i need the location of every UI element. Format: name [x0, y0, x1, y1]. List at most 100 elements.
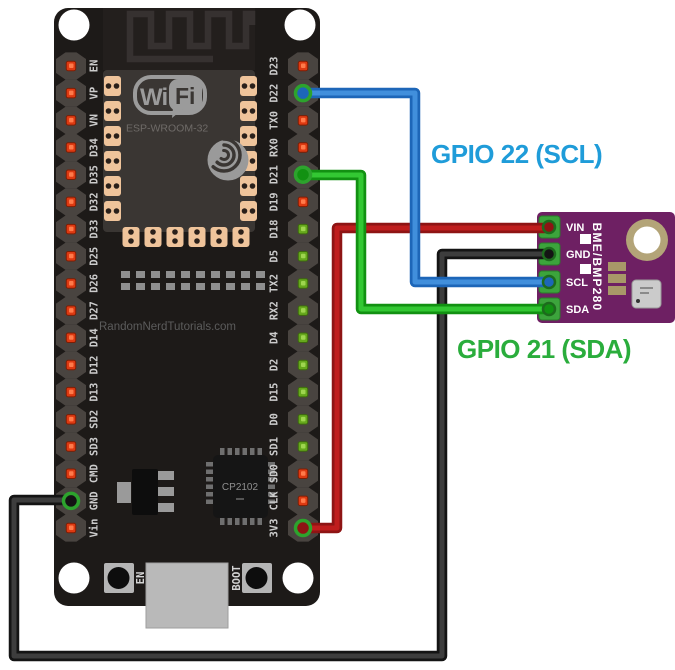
- pin-label: D15: [269, 383, 281, 402]
- mounting-hole: [282, 562, 314, 594]
- pin-label: CLK: [269, 491, 281, 511]
- espressif-logo-icon: [206, 137, 249, 181]
- pin-led-red-core: [69, 90, 74, 96]
- pin-label: RX2: [269, 301, 281, 320]
- credit-text: RandomNerdTutorials.com: [99, 321, 236, 333]
- pin-label: D22: [269, 84, 281, 103]
- pin-label: D12: [89, 355, 101, 374]
- pin-label: D32: [89, 192, 101, 211]
- pin-label: D23: [269, 57, 281, 76]
- boot-button: [242, 563, 272, 593]
- wire-connection-ring: [293, 83, 313, 103]
- sensor-pad-mark: [580, 234, 591, 244]
- pin-led-red-core: [301, 117, 306, 123]
- pin-led-red-core: [69, 362, 74, 367]
- voltage-regulator-icon: [117, 469, 174, 515]
- pin-led-red-core: [69, 199, 74, 204]
- pin-label: SD1: [269, 437, 281, 456]
- pin-label: SD0: [269, 464, 281, 483]
- wifi-logo-right: Fi: [175, 83, 195, 109]
- en-button: [104, 563, 134, 593]
- pin-led-red-core: [69, 308, 74, 313]
- wifi-logo-icon: Wi Fi: [133, 75, 207, 118]
- pin-label: TX0: [269, 111, 281, 130]
- wifi-logo-left: Wi: [140, 84, 167, 111]
- pin-label: D2: [269, 359, 281, 372]
- pin-led-red-core: [69, 117, 74, 123]
- pin-label: D35: [89, 165, 101, 184]
- pin-led-red-core: [301, 471, 306, 476]
- sensor-passive: [608, 274, 626, 283]
- wire-connection-ring: [61, 491, 81, 511]
- sensor-pad-hole: [541, 274, 557, 290]
- sensor-pin-label: GND: [566, 249, 591, 261]
- module-pads: [104, 76, 257, 247]
- pin-led-red-core: [301, 63, 306, 68]
- sensor-pin-label: VIN: [566, 222, 584, 234]
- pin-label: RX0: [269, 138, 281, 157]
- pin-label: SD3: [89, 437, 101, 456]
- pin-led-red-core: [69, 335, 74, 340]
- pin-led-green-core: [301, 253, 306, 259]
- usb-connector: [145, 562, 229, 629]
- pin-label: EN: [89, 60, 101, 73]
- pin-label: D21: [269, 165, 281, 184]
- left-pin-header: ENVPVND34D35D32D33D25D26D27D14D12D13SD2S…: [56, 52, 101, 542]
- cp2102-label: CP2102: [222, 482, 259, 493]
- pin-led-green-core: [301, 226, 306, 232]
- pin-label: D4: [269, 331, 281, 344]
- pin-label: TX2: [269, 274, 281, 293]
- pin-label: D18: [269, 220, 281, 239]
- sensor-passive: [608, 286, 626, 295]
- pin-label: CMD: [89, 464, 101, 483]
- pin-led-red-core: [69, 253, 74, 259]
- en-button-label: EN: [135, 572, 147, 585]
- sensor-mounting-hole: [633, 226, 661, 254]
- pin-led-green-core: [301, 362, 306, 367]
- sensor-board-label: BME/BMP280: [590, 223, 604, 312]
- pin-led-red-core: [69, 145, 74, 150]
- mounting-hole: [58, 9, 90, 41]
- boot-button-label: BOOT: [231, 565, 243, 590]
- sensor-pad-hole: [541, 219, 557, 235]
- pin-led-green-core: [301, 444, 306, 449]
- wire-connection-ring: [293, 165, 313, 184]
- pin-led-red-core: [69, 63, 74, 68]
- pin-label: D26: [89, 274, 101, 293]
- pin-label: D13: [89, 383, 101, 402]
- pin-led-red-core: [69, 226, 74, 232]
- pin-led-red-core: [69, 416, 74, 422]
- wire-green-core: [300, 172, 549, 312]
- pin-led-green-core: [301, 335, 306, 340]
- pin-led-green-core: [301, 389, 306, 395]
- gpio21-sda-label: GPIO 21 (SDA): [457, 334, 632, 364]
- pin-label: SD2: [89, 410, 101, 429]
- pin-label: D33: [89, 220, 101, 239]
- pin-led-red-core: [69, 471, 74, 476]
- pin-label: D27: [89, 301, 101, 320]
- wires: [8, 87, 552, 662]
- wire-connection-ring: [293, 518, 313, 538]
- pin-led-red-core: [301, 199, 306, 204]
- pin-label: D25: [89, 247, 101, 266]
- pin-label: D19: [269, 192, 281, 211]
- pin-led-red-core: [69, 280, 74, 286]
- sensor-passive: [608, 262, 626, 271]
- right-pin-header: D23D22TX0RX0D21D19D18D5TX2RX2D4D2D15D0SD…: [269, 52, 318, 542]
- pin-led-red-core: [69, 172, 74, 177]
- wire-red-core: [299, 225, 549, 531]
- pin-label: D14: [89, 328, 101, 347]
- module-label: ESP-WROOM-32: [126, 123, 208, 135]
- pin-label: VN: [89, 114, 101, 127]
- mounting-hole: [58, 562, 90, 594]
- esp32-board: Wi Fi ESP-WROOM-32 RandomNerdTutorials.c…: [54, 8, 320, 629]
- pin-led-red-core: [69, 525, 74, 531]
- pin-label: D34: [89, 138, 101, 157]
- mounting-hole: [284, 9, 316, 41]
- pin-label: D5: [269, 250, 281, 263]
- pin-led-red-core: [301, 498, 306, 503]
- pin-label: GND: [89, 491, 101, 510]
